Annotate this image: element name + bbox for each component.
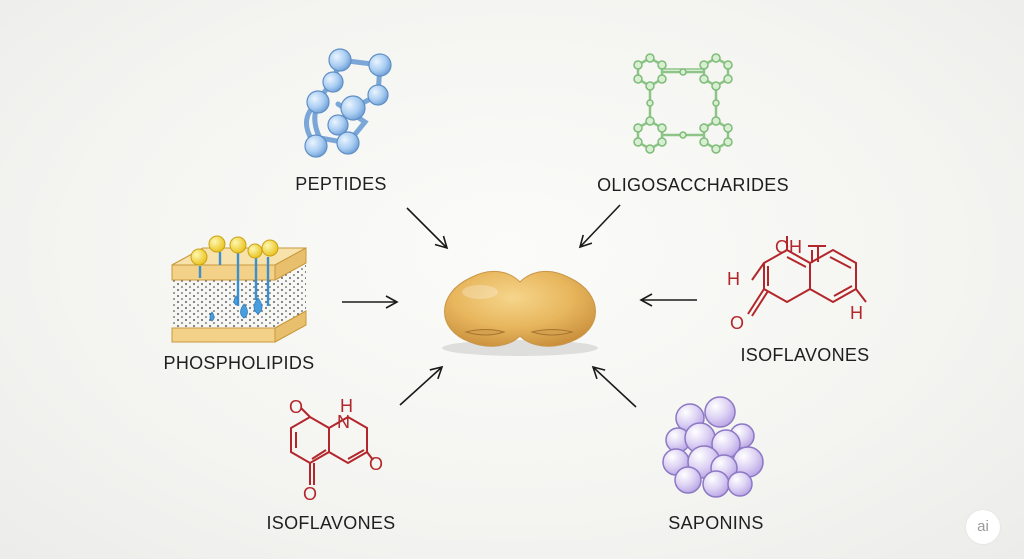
isoflavone-right-h-text-left: H — [727, 269, 740, 289]
label-peptides: PEPTIDES — [295, 174, 387, 194]
label-saponins: SAPONINS — [668, 513, 764, 533]
arrow-isoflavones-left — [399, 365, 444, 406]
saponin-bubbles-icon — [662, 396, 764, 498]
isoflavone-right-oh-text: OH — [775, 237, 802, 257]
peptide-molecule-icon — [304, 48, 392, 158]
ai-badge: ai — [966, 510, 1000, 544]
arrows — [342, 204, 697, 408]
isoflavone-left-h-text: H — [340, 396, 353, 416]
arrow-saponins — [591, 365, 637, 408]
label-phospholipids: PHOSPHOLIPIDS — [163, 353, 315, 373]
isoflavone-right-o-text: O — [730, 313, 744, 333]
isoflavone-right-h-text-right: H — [850, 303, 863, 323]
label-oligosaccharides: OLIGOSACCHARIDES — [597, 175, 789, 195]
oligosaccharide-rings-icon — [633, 53, 733, 154]
phospholipid-membrane-icon — [171, 235, 307, 343]
isoflavone-structure-right-icon — [747, 236, 867, 317]
isoflavone-left-o-bottom-text: O — [303, 484, 317, 504]
isoflavone-left-o-right-text: O — [369, 454, 383, 474]
soybean — [442, 270, 598, 356]
isoflavone-structure-left-icon — [290, 407, 374, 485]
arrow-peptides — [406, 207, 449, 250]
label-isoflavones-left: ISOFLAVONES — [266, 513, 396, 533]
arrow-oligosaccharides — [578, 204, 621, 249]
isoflavone-left-o-top-text: O — [289, 397, 303, 417]
isoflavone-left-n-text: N — [337, 412, 350, 432]
label-isoflavones-right: ISOFLAVONES — [740, 345, 870, 365]
